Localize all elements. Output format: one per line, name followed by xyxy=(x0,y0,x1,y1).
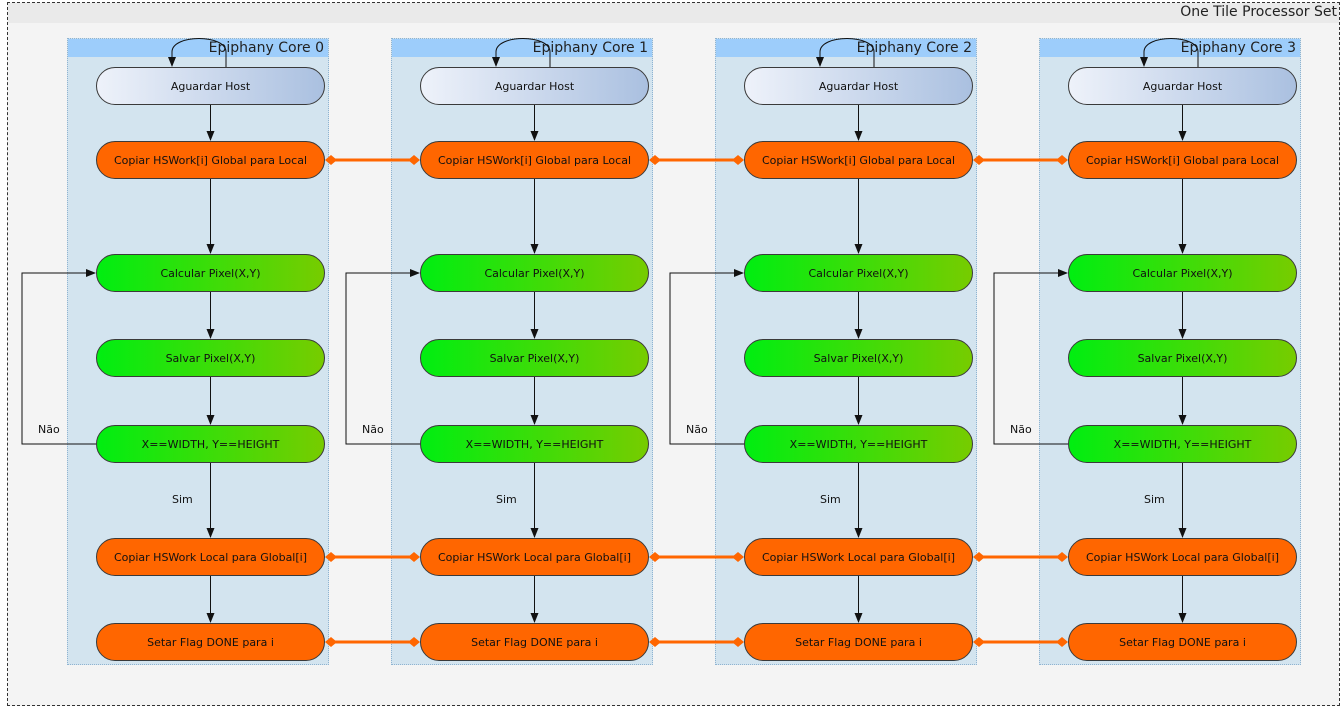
label-yes: Sim xyxy=(820,493,841,506)
core-title: Epiphany Core 1 xyxy=(532,40,648,56)
self-loop-arrow xyxy=(168,38,227,67)
label-yes: Sim xyxy=(172,493,193,506)
self-loop-arrow xyxy=(1140,38,1199,67)
tile-processor-set-header xyxy=(8,3,1339,23)
node-copy-in: Copiar HSWork[i] Global para Local xyxy=(744,141,973,179)
node-compute: Calcular Pixel(X,Y) xyxy=(744,254,973,292)
node-compute: Calcular Pixel(X,Y) xyxy=(420,254,649,292)
node-copy-in: Copiar HSWork[i] Global para Local xyxy=(420,141,649,179)
core-title: Epiphany Core 2 xyxy=(856,40,972,56)
core-lane-header: Epiphany Core 2 xyxy=(716,39,976,57)
node-wait-host: Aguardar Host xyxy=(744,67,973,105)
node-compute: Calcular Pixel(X,Y) xyxy=(1068,254,1297,292)
node-copy-out: Copiar HSWork Local para Global[i] xyxy=(1068,538,1297,576)
label-no: Não xyxy=(38,423,60,436)
node-set-flag: Setar Flag DONE para i xyxy=(744,623,973,661)
core-lane-header: Epiphany Core 0 xyxy=(68,39,328,57)
self-loop-arrow xyxy=(492,38,551,67)
label-yes: Sim xyxy=(1144,493,1165,506)
core-title: Epiphany Core 3 xyxy=(1180,40,1296,56)
no-loop-arrow xyxy=(669,269,744,445)
no-loop-arrow xyxy=(345,269,420,445)
node-set-flag: Setar Flag DONE para i xyxy=(420,623,649,661)
label-no: Não xyxy=(686,423,708,436)
node-wait-host: Aguardar Host xyxy=(420,67,649,105)
node-compute: Calcular Pixel(X,Y) xyxy=(96,254,325,292)
diagram-title: One Tile Processor Set xyxy=(1180,4,1337,20)
node-check: X==WIDTH, Y==HEIGHT xyxy=(96,425,325,463)
node-copy-out: Copiar HSWork Local para Global[i] xyxy=(96,538,325,576)
node-set-flag: Setar Flag DONE para i xyxy=(96,623,325,661)
node-save: Salvar Pixel(X,Y) xyxy=(420,339,649,377)
node-save: Salvar Pixel(X,Y) xyxy=(744,339,973,377)
node-wait-host: Aguardar Host xyxy=(1068,67,1297,105)
self-loop-arrow xyxy=(816,38,875,67)
no-loop-arrow xyxy=(993,269,1068,445)
label-yes: Sim xyxy=(496,493,517,506)
node-copy-in: Copiar HSWork[i] Global para Local xyxy=(96,141,325,179)
core-title: Epiphany Core 0 xyxy=(208,40,324,56)
core-lane-header: Epiphany Core 1 xyxy=(392,39,652,57)
label-no: Não xyxy=(362,423,384,436)
node-save: Salvar Pixel(X,Y) xyxy=(1068,339,1297,377)
node-copy-out: Copiar HSWork Local para Global[i] xyxy=(420,538,649,576)
core-lane-header: Epiphany Core 3 xyxy=(1040,39,1300,57)
no-loop-arrow xyxy=(21,269,96,445)
node-check: X==WIDTH, Y==HEIGHT xyxy=(744,425,973,463)
node-check: X==WIDTH, Y==HEIGHT xyxy=(420,425,649,463)
node-copy-in: Copiar HSWork[i] Global para Local xyxy=(1068,141,1297,179)
label-no: Não xyxy=(1010,423,1032,436)
node-save: Salvar Pixel(X,Y) xyxy=(96,339,325,377)
node-copy-out: Copiar HSWork Local para Global[i] xyxy=(744,538,973,576)
node-set-flag: Setar Flag DONE para i xyxy=(1068,623,1297,661)
node-wait-host: Aguardar Host xyxy=(96,67,325,105)
node-check: X==WIDTH, Y==HEIGHT xyxy=(1068,425,1297,463)
